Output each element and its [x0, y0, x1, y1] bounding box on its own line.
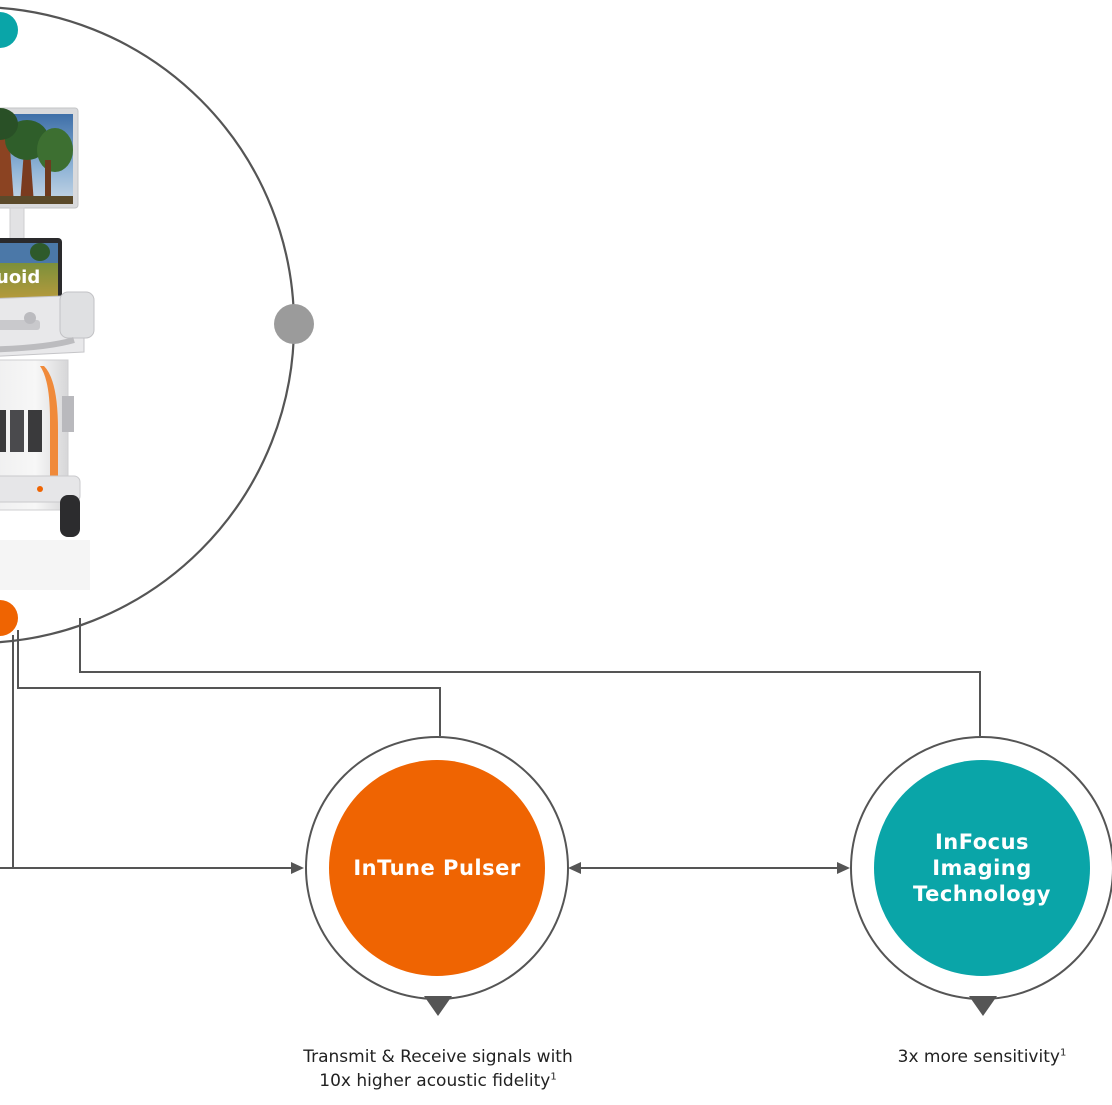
infocus-disc — [874, 760, 1090, 976]
infocus-label: InFocus Imaging Technology — [874, 820, 1090, 916]
infocus-footnote-marker: 1 — [1059, 1047, 1067, 1059]
pulser-disc — [329, 760, 545, 976]
ring-handle-orange[interactable] — [0, 600, 18, 636]
touch-screen: uoid — [0, 238, 62, 304]
connector-to-infocus — [79, 618, 981, 736]
node-intune-pulser[interactable] — [305, 736, 569, 1016]
product-image: uoid — [0, 107, 95, 590]
node-infocus-imaging[interactable] — [850, 736, 1112, 1016]
pulser-caption: Transmit & Receive signals with 10x high… — [283, 1046, 593, 1094]
probe-holders — [0, 410, 42, 452]
ring-handle-gray[interactable] — [274, 304, 314, 344]
pulser-caption-line1: Transmit & Receive signals with — [303, 1047, 573, 1067]
infocus-label-line2: Imaging — [932, 855, 1032, 880]
arrowhead-into-pulser — [291, 862, 304, 874]
pulser-footnote-marker: 1 — [550, 1071, 557, 1083]
main-monitor — [0, 107, 79, 209]
arrowhead-toward-pulser — [568, 862, 581, 874]
connector-to-pulser — [17, 630, 441, 736]
pulser-pointer — [424, 996, 452, 1016]
infocus-label-line3: Technology — [913, 882, 1051, 907]
ring-handle-teal[interactable] — [0, 12, 18, 48]
infocus-caption-text: 3x more sensitivity — [897, 1047, 1060, 1067]
pulser-caption-line2-wrap: 10x higher acoustic fidelity1 — [283, 1070, 593, 1094]
arrowhead-toward-infocus — [837, 862, 850, 874]
screen-text: uoid — [0, 267, 40, 288]
infocus-label-line1: InFocus — [934, 829, 1030, 854]
pulser-label: InTune Pulser — [329, 828, 545, 908]
pulser-caption-line2: 10x higher acoustic fidelity — [319, 1070, 551, 1091]
connectors — [0, 618, 981, 869]
infocus-caption: 3x more sensitivity1 — [852, 1046, 1112, 1070]
pulser-label-text: InTune Pulser — [353, 855, 521, 880]
infocus-pointer — [969, 996, 997, 1016]
